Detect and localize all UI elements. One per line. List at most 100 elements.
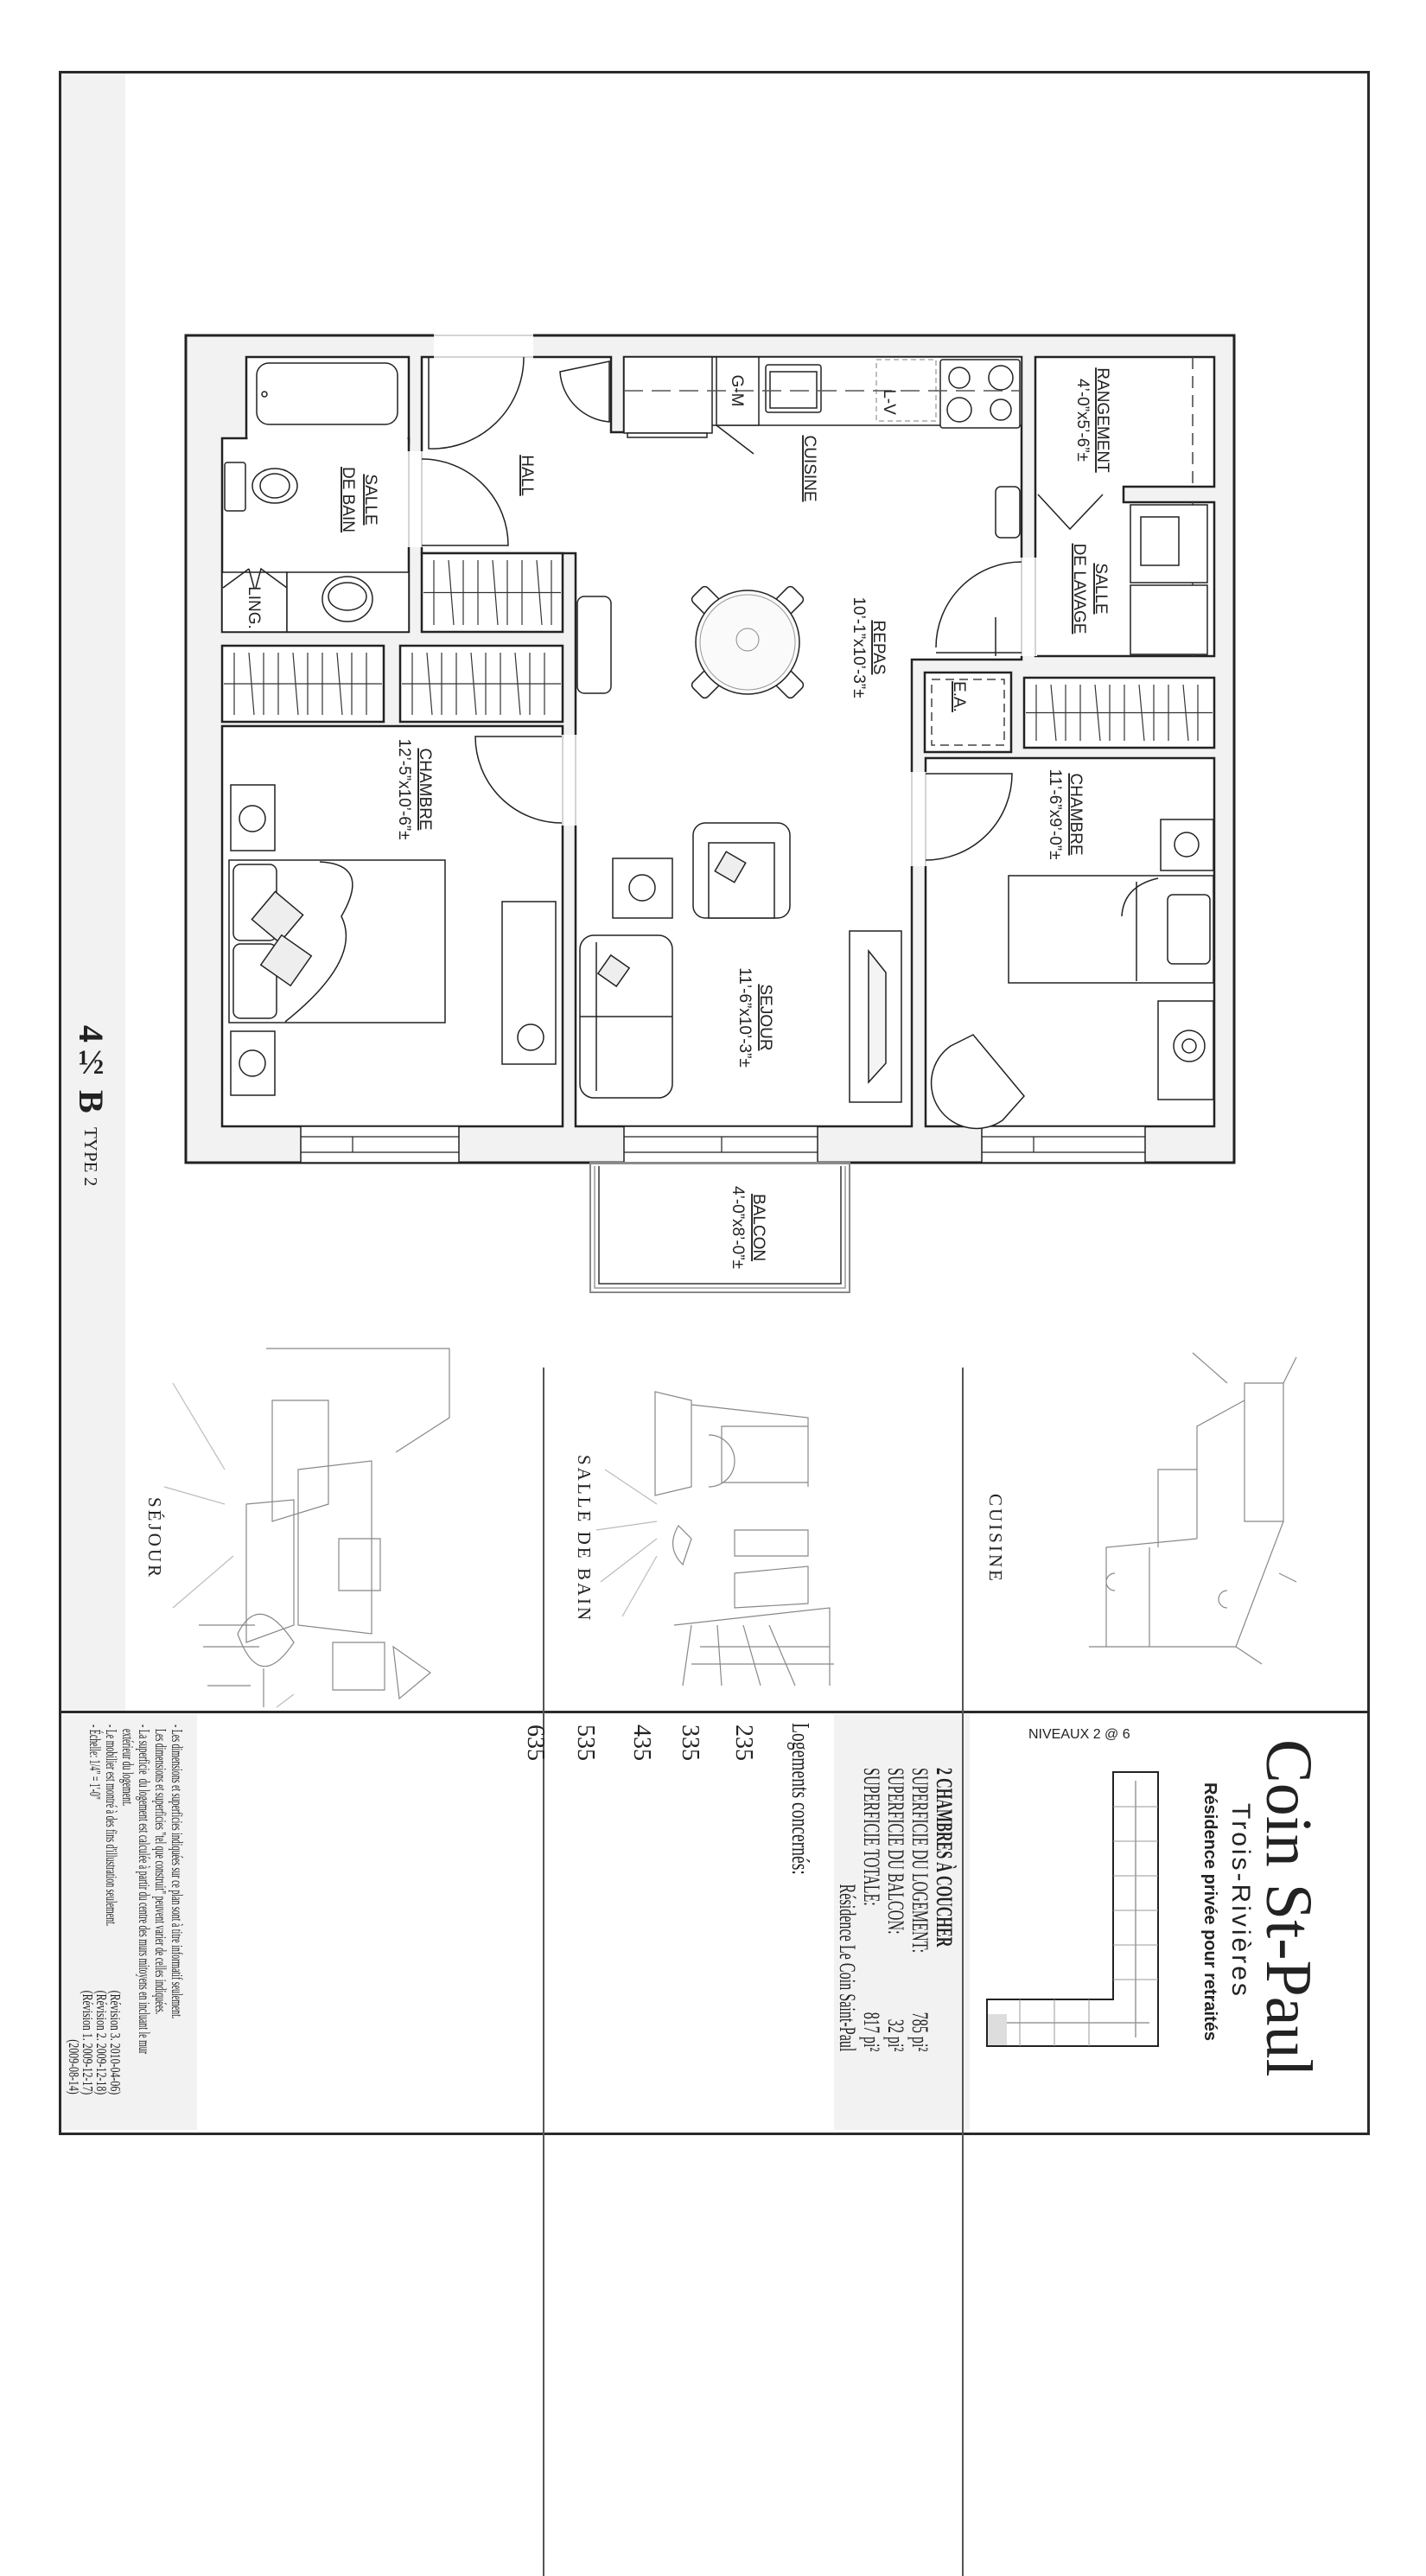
laundry-door-swing [935, 561, 1022, 656]
room-dims-storage: 4’-0”x5’-6”± [1073, 379, 1092, 462]
bathroom-fixtures [221, 362, 410, 633]
bedroom-2-furniture [930, 819, 1214, 1130]
closet-hangers [224, 559, 1213, 742]
room-dims-bedroom-2: 11’-6”x9’-0”± [1046, 768, 1064, 859]
info-value: 32 pi² [883, 2019, 908, 2052]
info-label: SUPERFICIE DU BALCON: [883, 1768, 908, 1935]
room-label-kitchen: CUISINE [800, 435, 818, 501]
unit-number: 535 [572, 1725, 599, 1761]
brand-logo-name: Coin St-Paul [1252, 1739, 1325, 2077]
refrigerator [623, 356, 713, 434]
window [981, 1125, 1146, 1164]
sketch-cuisine [1089, 1352, 1297, 1665]
note-line: extérieur du logement. [119, 1725, 137, 1807]
room-label-laundry: SALLE [1092, 563, 1110, 614]
unit-type-sub: TYPE 2 [80, 1126, 101, 1186]
water-heater [931, 679, 1005, 746]
closet-hanger [470, 652, 477, 716]
bathtub [256, 362, 398, 425]
dining-table [695, 590, 800, 695]
rendering-label-salle-de-bain: SALLE DE BAIN [574, 1454, 595, 1623]
label-dishwasher: G-M [728, 375, 746, 407]
brand-tagline: Résidence privée pour retraités [1200, 1782, 1219, 2042]
note-line: Les dimensions et superficies "tel que c… [152, 1725, 169, 2015]
notes-panel [61, 1714, 197, 2130]
unit-number: 235 [730, 1725, 757, 1761]
info-heading: 2 CHAMBRES À COUCHER [932, 1768, 957, 1948]
centerpiece [735, 628, 760, 652]
toilet-tank [224, 462, 246, 512]
unit-number: 435 [628, 1725, 655, 1761]
door-swings [421, 356, 1104, 861]
burner [990, 399, 1012, 421]
room-label-storage: RANGEMENT [1093, 367, 1111, 473]
lamp [628, 874, 656, 902]
small-cabinet [995, 486, 1021, 539]
burner [946, 397, 972, 423]
laundry-fixtures [931, 357, 1208, 746]
room-dims-balcony: 4’-0”x8’-0”± [729, 1186, 747, 1269]
rendering-label-sejour: SÉJOUR [144, 1497, 165, 1580]
info-label: SUPERFICIE TOTALE: [859, 1768, 884, 1906]
unit-info-panel [834, 1714, 970, 2130]
info-label: SUPERFICIE DU LOGEMENT: [907, 1768, 933, 1954]
info-residence: Résidence Le Coin Saint-Paul [835, 1884, 860, 2052]
bench [576, 596, 612, 694]
dryer [1130, 584, 1208, 655]
rendering-divider [962, 1368, 964, 2576]
closet-hanger [536, 559, 543, 626]
unit-type-main: 4½ B [72, 1025, 111, 1113]
room-label-bedroom-2: CHAMBRE [1066, 773, 1085, 855]
closet-hanger [492, 559, 499, 626]
room-label-linen: LING. [245, 586, 263, 629]
note-line: - Échelle: 1/4" = 1'-0" [86, 1725, 104, 1800]
room-label-bathroom-line2: DE BAIN [339, 467, 357, 532]
living-furniture [579, 822, 902, 1103]
dining-set [576, 585, 805, 699]
round-armchair [930, 1034, 1025, 1130]
closet-hanger [292, 652, 299, 716]
room-label-balcony: BALCON [749, 1194, 767, 1261]
closet-hanger [1182, 684, 1189, 742]
note-line: - Le mobilier est montré à des fins d'il… [103, 1725, 120, 1927]
title-block-divider [59, 1711, 1367, 1713]
corner-cabinet [559, 360, 610, 423]
cushion [251, 890, 304, 944]
closet-hanger [1138, 684, 1145, 742]
water-heater-closet [923, 671, 1013, 754]
kitchen-fixtures [559, 356, 1022, 539]
window [623, 1125, 818, 1164]
window [300, 1125, 460, 1164]
closet-hanger [514, 652, 521, 716]
cushion [259, 934, 313, 987]
closet-hanger [426, 652, 433, 716]
info-row-balcon: SUPERFICIE DU BALCON: 32 pi² [883, 1768, 908, 2052]
cushion [714, 851, 747, 883]
storage-bifold-door [1037, 494, 1104, 531]
floor-plan [184, 334, 1236, 1293]
entry-door-swing [428, 356, 525, 450]
info-row-logement: SUPERFICIE DU LOGEMENT: 785 pi² [907, 1768, 933, 2052]
sketch-sejour [163, 1348, 450, 1708]
bathroom-door-swing [421, 458, 509, 546]
rendering-label-cuisine: CUISINE [985, 1494, 1006, 1584]
label-washer-dryer: L-V [880, 389, 898, 415]
room-label-hall: HALL [518, 455, 536, 496]
building-key-plan [986, 1771, 1159, 2047]
pillow [1167, 894, 1211, 965]
closet-hanger [1094, 684, 1101, 742]
room-dims-dining: 10’-1”x10’-3”± [850, 596, 868, 698]
info-value: 785 pi² [907, 2012, 933, 2052]
unit-highlight [988, 2014, 1007, 2045]
revision-entry: (Révision 2. 2009-12-18) [93, 1990, 110, 2095]
burner [948, 367, 971, 389]
closet-hanger [448, 559, 455, 626]
revision-list: (Révision 3. 2010-04-06) (Révision 2. 20… [66, 1980, 124, 2095]
side-strip [61, 73, 125, 1712]
room-labels: SALLE DE BAIN HALL LING. CUISINE G-M L-V… [245, 367, 1111, 1269]
page-frame [59, 71, 1370, 2135]
sketch-salle-de-bain [595, 1391, 834, 1687]
revision-entry: (Révision 1. 2009-12-17) [80, 1990, 96, 2095]
linen-closet [221, 571, 288, 633]
room-label-bedroom-1: CHAMBRE [416, 748, 434, 830]
